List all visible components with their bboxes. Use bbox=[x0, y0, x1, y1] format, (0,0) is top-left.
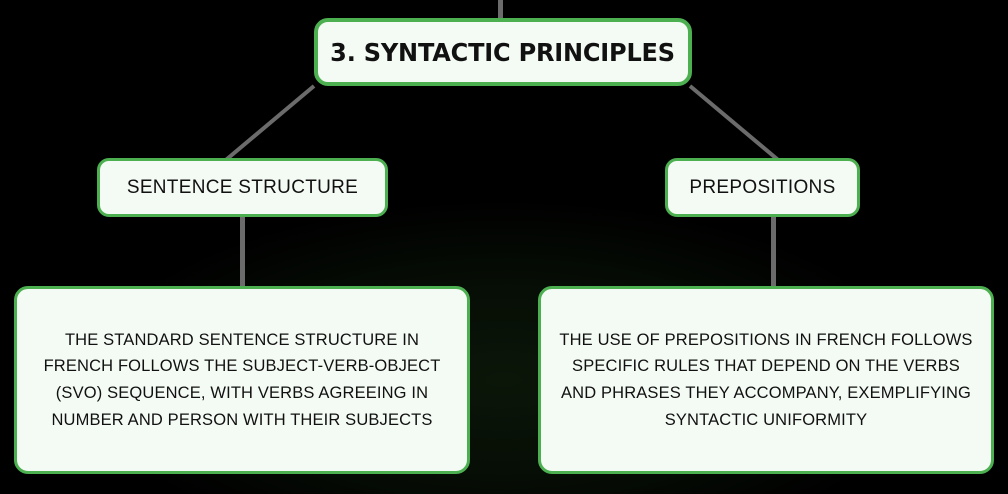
node-detail-prepositions[interactable]: THE USE OF PREPOSITIONS IN FRENCH FOLLOW… bbox=[538, 286, 994, 474]
node-branch-sentence-structure-label: SENTENCE STRUCTURE bbox=[126, 176, 359, 198]
node-branch-sentence-structure[interactable]: SENTENCE STRUCTURE bbox=[97, 158, 388, 217]
node-detail-sentence-structure-text: THE STANDARD SENTENCE STRUCTURE IN FRENC… bbox=[43, 330, 441, 429]
node-detail-prepositions-text: THE USE OF PREPOSITIONS IN FRENCH FOLLOW… bbox=[559, 330, 973, 429]
node-branch-prepositions[interactable]: PREPOSITIONS bbox=[665, 158, 860, 217]
connector-prepositions-to-detail bbox=[771, 214, 776, 288]
node-detail-sentence-structure[interactable]: THE STANDARD SENTENCE STRUCTURE IN FRENC… bbox=[14, 286, 470, 474]
connector-sentence-structure-to-detail bbox=[240, 214, 245, 288]
connector-root-stub bbox=[498, 0, 503, 20]
node-root-syntactic-principles[interactable]: 3. SYNTACTIC PRINCIPLES bbox=[314, 18, 692, 86]
node-root-label: 3. SYNTACTIC PRINCIPLES bbox=[330, 37, 676, 67]
node-branch-prepositions-label: PREPOSITIONS bbox=[689, 176, 836, 198]
